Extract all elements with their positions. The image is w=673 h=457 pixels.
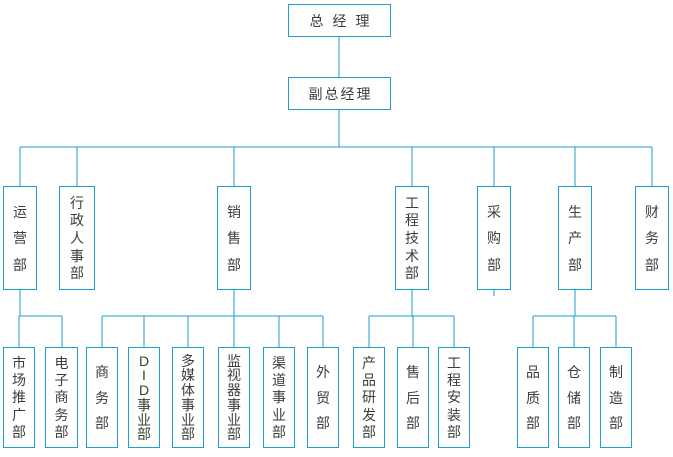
org-node-label: 销售部 [227, 203, 241, 273]
org-node-after-sales-dept: 售后部 [397, 347, 429, 448]
org-node-manufacturing-dept: 制造部 [600, 347, 632, 448]
org-node-multimedia-division: 多媒体事业部 [172, 347, 204, 448]
org-node-general-manager: 总经理 [288, 4, 391, 37]
org-node-ecommerce-dept: 电子商务部 [45, 347, 78, 448]
org-node-label: 采购部 [487, 203, 501, 273]
org-node-finance-dept: 财务部 [635, 186, 669, 290]
org-node-label: 财务部 [645, 203, 659, 273]
org-node-label: 产品研发部 [362, 355, 376, 440]
org-node-admin-hr-dept: 行政人事部 [59, 186, 95, 290]
org-node-production-dept: 生产部 [558, 186, 592, 290]
org-node-label: 行政人事部 [70, 194, 84, 282]
org-node-channel-division: 渠道事业部 [263, 347, 295, 448]
org-node-label: 品质部 [526, 363, 540, 432]
org-node-label: 运营部 [13, 203, 27, 273]
org-node-engineering-tech-dept: 工程技术部 [395, 186, 429, 290]
org-node-label: 总经理 [309, 12, 379, 29]
org-node-label: 渠道事业部 [272, 355, 286, 440]
org-node-label: 市场推广部 [12, 355, 26, 440]
org-node-marketing-promotion-dept: 市场推广部 [3, 347, 35, 448]
org-node-engineering-installation-dept: 工程安装部 [438, 347, 470, 448]
org-node-monitor-division: 监视器事业部 [218, 347, 250, 448]
org-node-warehouse-dept: 仓储部 [558, 347, 590, 448]
org-node-label: 工程技术部 [405, 194, 419, 282]
org-node-label: 多媒体事业部 [181, 352, 195, 443]
org-node-label: 外贸部 [316, 363, 330, 432]
org-node-label: 副总经理 [308, 85, 373, 102]
org-node-procurement-dept: 采购部 [477, 186, 511, 290]
org-node-quality-dept: 品质部 [517, 347, 549, 448]
org-node-business-dept: 商务部 [86, 347, 118, 448]
org-node-label: 售后部 [406, 363, 420, 432]
org-node-label: 电子商务部 [54, 355, 69, 440]
org-node-deputy-general-manager: 副总经理 [288, 77, 391, 110]
org-node-foreign-trade-dept: 外贸部 [307, 347, 339, 448]
org-node-label: 监视器事业部 [227, 352, 241, 443]
org-node-label: 商务部 [95, 363, 109, 432]
org-node-sales-dept: 销售部 [217, 186, 251, 290]
org-node-label: 制造部 [609, 363, 623, 432]
org-node-operations-dept: 运营部 [3, 186, 37, 290]
org-node-label: 仓储部 [567, 363, 581, 432]
org-node-label: 生产部 [568, 203, 582, 273]
org-node-label: 工程安装部 [447, 355, 461, 440]
org-node-product-rd-dept: 产品研发部 [353, 347, 385, 448]
